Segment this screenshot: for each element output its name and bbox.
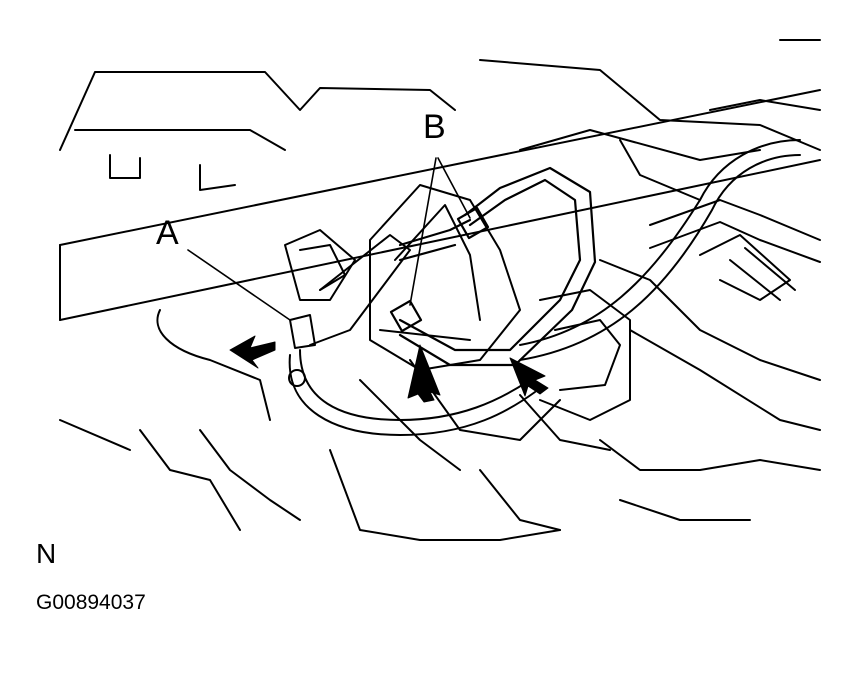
lower-housing [59, 309, 821, 541]
arrow-icon [229, 335, 276, 369]
right-hardware [599, 199, 821, 431]
leader-b-right [437, 157, 471, 219]
callout-b: B [423, 108, 446, 146]
leader-b-left [409, 157, 437, 306]
arrow-icon [509, 357, 549, 397]
leader-a [187, 249, 291, 321]
cowl-beam [59, 89, 821, 321]
arrow-icon [509, 357, 549, 397]
arrow-icon [407, 344, 441, 403]
brake-booster [519, 289, 631, 451]
master-cylinder [359, 184, 561, 471]
callout-a: A [156, 214, 179, 252]
figure-id: G00894037 [36, 591, 146, 614]
arrow-icon [229, 335, 276, 369]
leader-lines [187, 157, 471, 321]
reservoir-bracket [284, 229, 411, 349]
brake-tube-loop [389, 166, 597, 367]
upper-panel [59, 39, 821, 201]
arrow-icon [407, 344, 441, 403]
brake-line-lower [288, 349, 536, 436]
view-letter: N [36, 538, 57, 569]
